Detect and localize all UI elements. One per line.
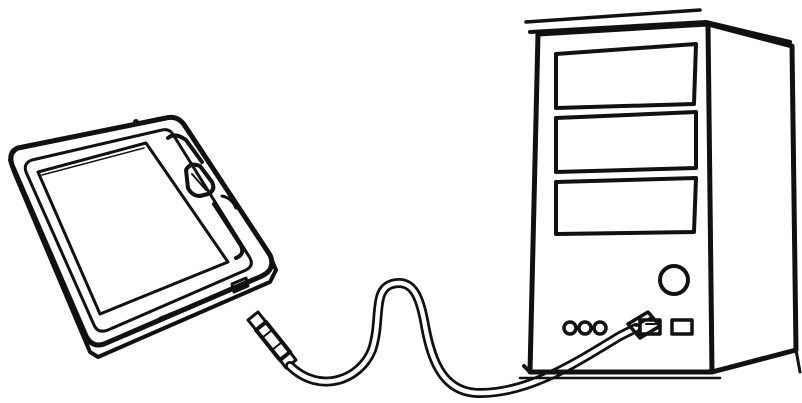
desktop-tower-icon	[518, 8, 802, 380]
usb-cable-icon	[246, 278, 662, 399]
ereader-icon	[8, 114, 278, 359]
